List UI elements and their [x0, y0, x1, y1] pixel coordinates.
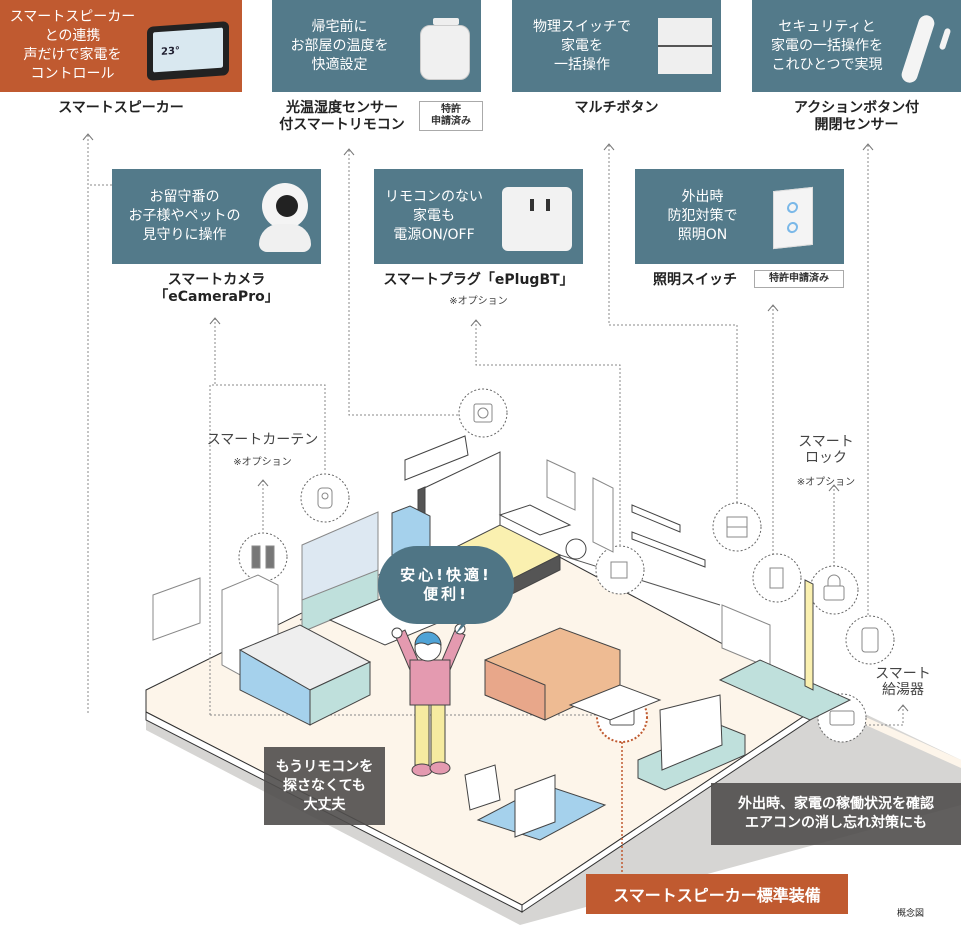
- air-conditioner: [404, 435, 469, 481]
- card-smart-camera: お留守番の お子様やペットの 見守りに操作: [112, 169, 321, 264]
- lock-circle: [809, 565, 859, 615]
- label-smart-plug: スマートプラグ「ePlugBT」: [383, 272, 574, 288]
- patent-badge-switch: 特許申請済み: [754, 270, 844, 288]
- mini-curtain-icon: [251, 545, 261, 569]
- label-open-close-sensor: アクションボタン付 開閉センサー: [793, 100, 920, 133]
- mini-sensor-icon: [861, 627, 879, 653]
- card-text: スマートスピーカー との連携 声だけで家電を コントロール: [9, 9, 136, 82]
- patent-badge-remote: 特許 申請済み: [419, 101, 483, 131]
- mini-heater-icon: [829, 710, 855, 726]
- switch-button: [787, 221, 798, 234]
- label-smart-speaker: スマートスピーカー: [58, 100, 184, 116]
- remote-hub-icon: [420, 18, 470, 80]
- conceptual-diagram-note: 概念図: [897, 909, 925, 919]
- card-text: お留守番の お子様やペットの 見守りに操作: [128, 189, 241, 243]
- device-circles: [238, 388, 895, 743]
- screen-temp: 23°: [161, 45, 180, 58]
- multi-button-icon: [658, 18, 712, 74]
- plug-slot: [530, 199, 534, 211]
- mini-camera-icon: [317, 487, 333, 509]
- label-smart-curtain: スマートカーテン: [206, 432, 319, 448]
- callout-away-check: 外出時、家電の稼働状況を確認 エアコンの消し忘れ対策にも: [711, 783, 961, 845]
- plug-circle: [595, 545, 645, 595]
- switch-button: [787, 201, 798, 214]
- label-light-switch: 照明スイッチ: [653, 272, 737, 288]
- smart-display-icon: 23°: [147, 21, 229, 81]
- circle-icons: [251, 403, 879, 726]
- arrowheads: [82, 133, 909, 712]
- door-sensor-icon: [899, 13, 937, 85]
- card-smart-speaker: スマートスピーカー との連携 声だけで家電を コントロール 23°: [0, 0, 242, 92]
- camera-icon: [262, 183, 308, 229]
- standard-equipment-banner: スマートスピーカー標準装備: [586, 874, 848, 914]
- label-smart-water-heater: スマート 給湯器: [875, 666, 931, 698]
- card-light-switch: 外出時 防犯対策で 照明ON: [635, 169, 844, 264]
- label-multi-button: マルチボタン: [574, 100, 659, 116]
- camera-lens: [276, 195, 298, 217]
- plug-icon: [502, 187, 572, 251]
- mini-remote-icon: [473, 403, 493, 423]
- touch-switch-icon: [773, 186, 813, 250]
- sensor-circle: [845, 615, 895, 665]
- mini-lock-icon: [823, 585, 845, 601]
- card-text: 物理スイッチで 家電を 一括操作: [533, 18, 631, 73]
- card-text: 帰宅前に お部屋の温度を 快適設定: [290, 18, 389, 73]
- camera-base-icon: [259, 224, 311, 252]
- speech-bubble: 安心!快適! 便利!: [378, 546, 514, 624]
- display-screen: 23°: [153, 27, 223, 73]
- option-note-plug: ※オプション: [449, 296, 508, 307]
- callout-no-remote: もうリモコンを 探さなくても 大丈夫: [264, 747, 385, 825]
- mini-switch-icon: [769, 567, 784, 589]
- remote-circle: [458, 388, 508, 438]
- door-sensor-magnet-icon: [938, 27, 952, 51]
- button-divider: [658, 45, 712, 47]
- option-note-lock: ※オプション: [796, 477, 856, 488]
- card-text: リモコンのない 家電も 電源ON/OFF: [385, 189, 483, 243]
- option-note-curtain: ※オプション: [233, 457, 292, 468]
- card-text: 外出時 防犯対策で 照明ON: [667, 189, 738, 243]
- card-open-close-sensor: セキュリティと 家電の一括操作を これひとつで実現: [752, 0, 961, 92]
- plug-slot: [546, 199, 550, 211]
- label-smart-camera: スマートカメラ 「eCameraPro」: [154, 272, 279, 305]
- mini-plug-icon: [610, 561, 628, 579]
- label-smart-lock: スマート ロック: [798, 434, 854, 466]
- guide-lines: [87, 135, 904, 726]
- card-sensor-remote: 帰宅前に お部屋の温度を 快適設定: [272, 0, 481, 92]
- curtain-circle: [238, 532, 288, 582]
- card-text: セキュリティと 家電の一括操作を これひとつで実現: [771, 18, 883, 73]
- switch-circle: [752, 553, 802, 603]
- card-multi-button: 物理スイッチで 家電を 一括操作: [512, 0, 721, 92]
- camera-circle: [300, 473, 350, 523]
- card-smart-plug: リモコンのない 家電も 電源ON/OFF: [374, 169, 583, 264]
- label-sensor-remote: 光温湿度センサー 付スマートリモコン: [279, 100, 405, 133]
- sensor-cap: [433, 18, 459, 25]
